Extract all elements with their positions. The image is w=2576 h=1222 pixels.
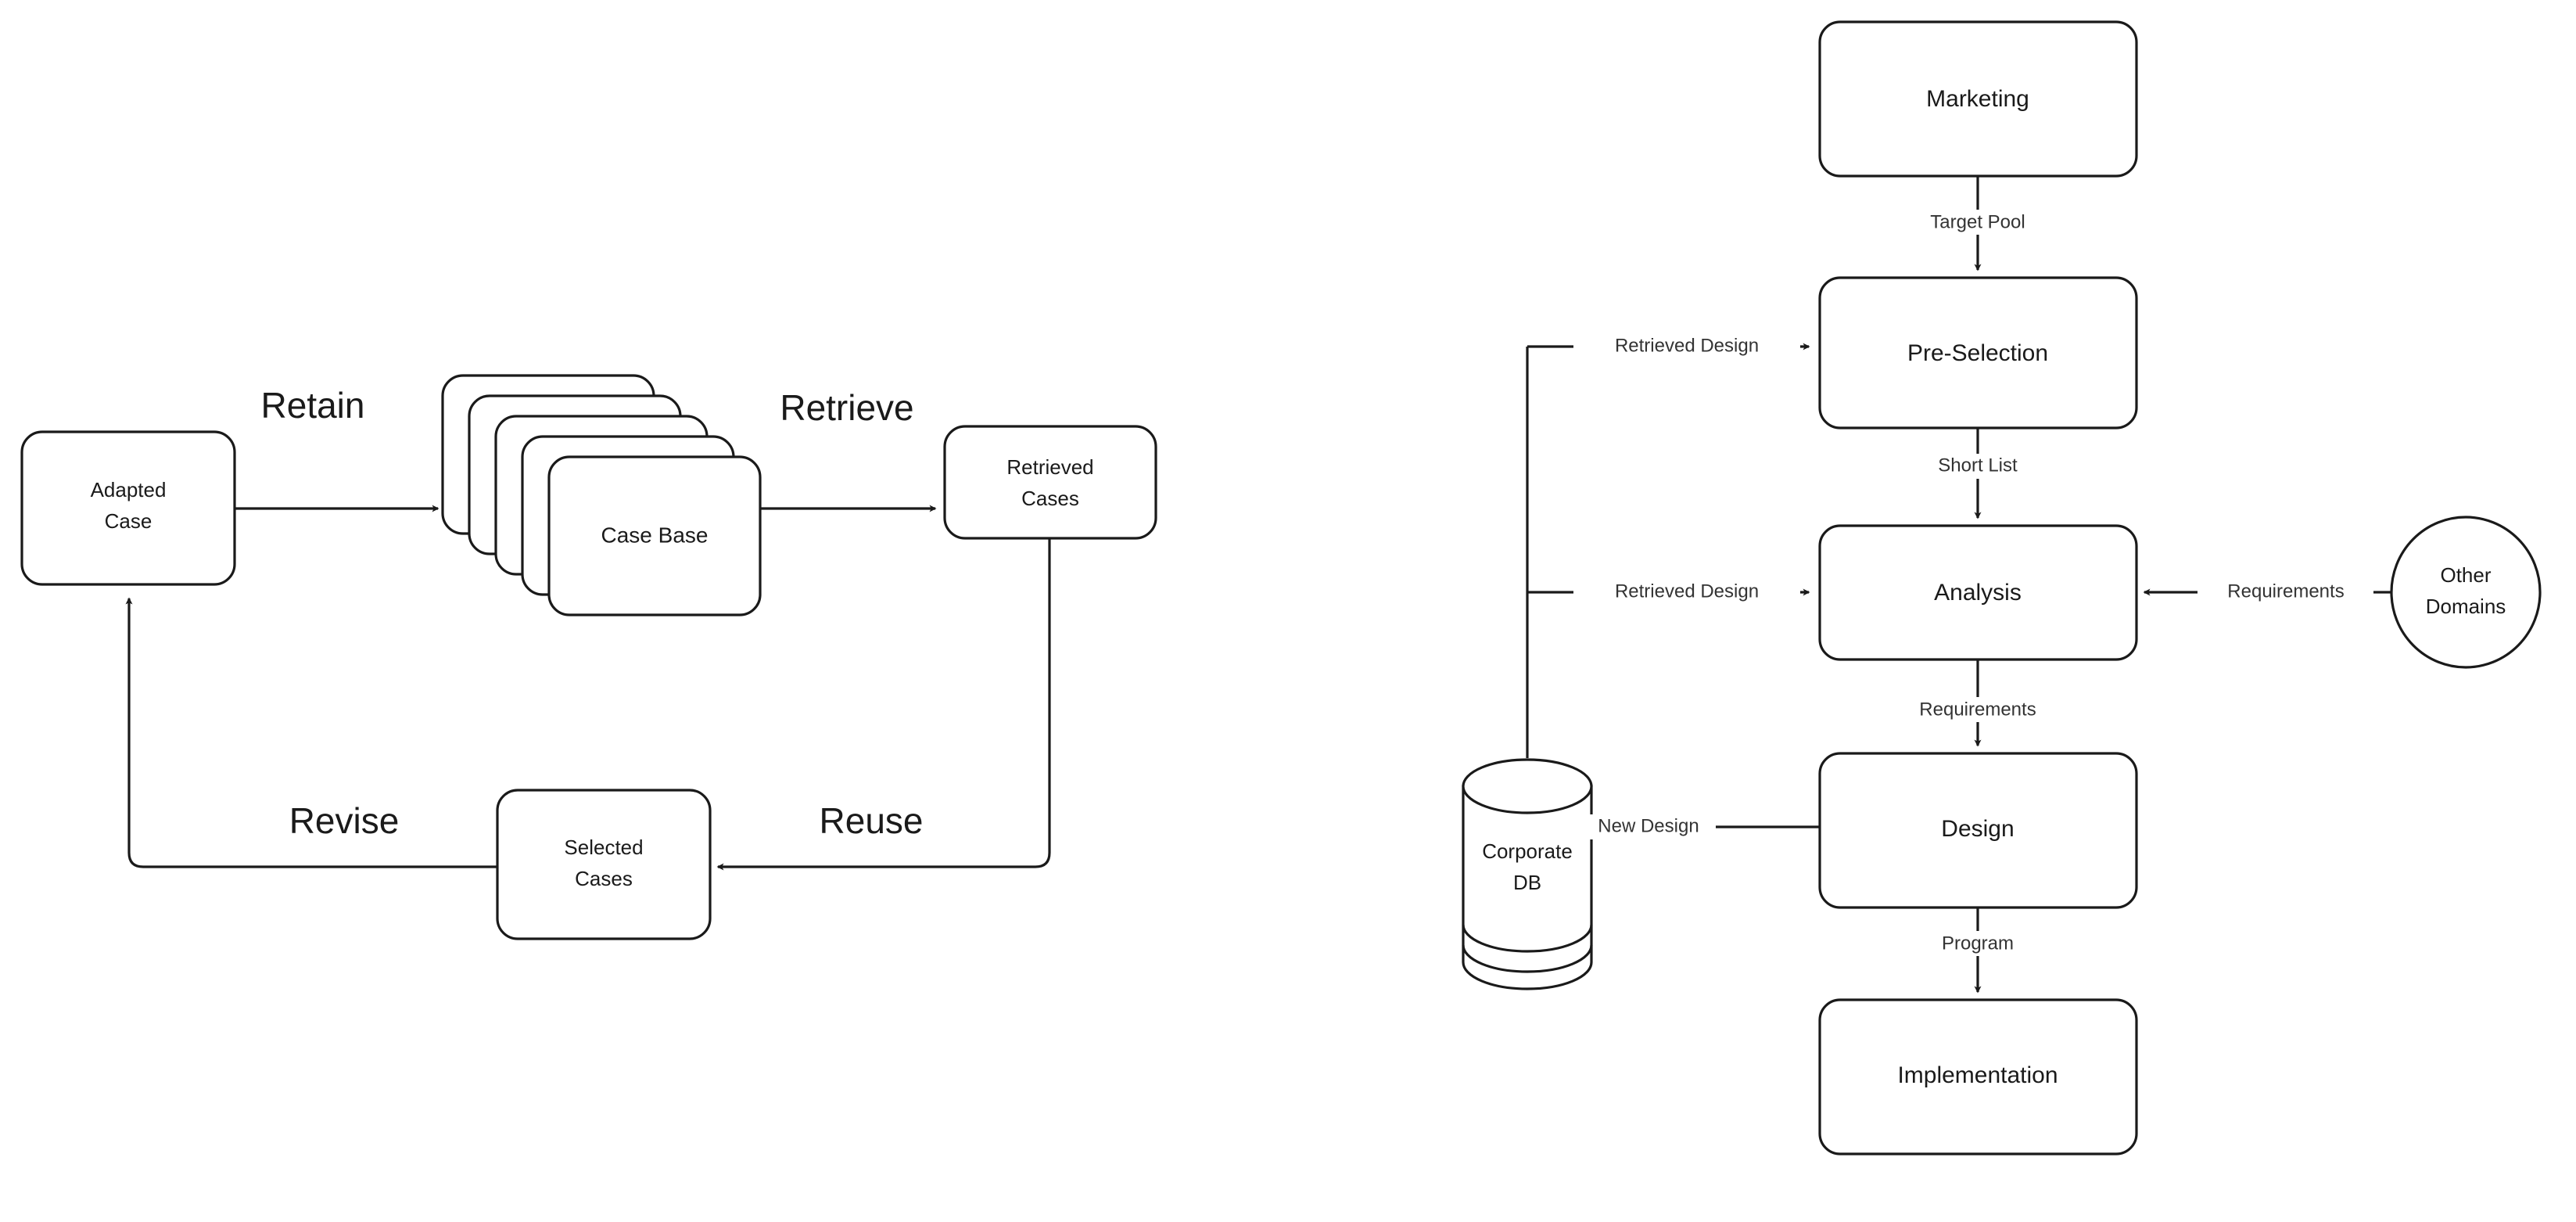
edge-label-retrieved-design-top-text: Retrieved Design xyxy=(1615,335,1759,356)
edge-label-requirements-down: Requirements xyxy=(1891,697,2067,722)
phase-label-retrieve: Retrieve xyxy=(780,387,913,428)
corporate-db-disc-2 xyxy=(1462,944,1593,973)
design-process-group: Marketing Pre-Selection Analysis Design … xyxy=(1462,20,2542,1156)
corporate-db-label-line2: DB xyxy=(1513,871,1541,894)
adapted-case-label-line1: Adapted xyxy=(91,478,167,501)
marketing-label: Marketing xyxy=(1926,86,2029,112)
marketing-shape xyxy=(1818,20,2138,178)
pre-selection-shape xyxy=(1818,276,2138,429)
corporate-db-body xyxy=(1462,785,1593,990)
edge-label-target-pool-text: Target Pool xyxy=(1930,211,2025,232)
design-label: Design xyxy=(1941,816,2014,842)
other-domains-shape xyxy=(2390,516,2542,669)
node-selected-cases[interactable]: Selected Cases xyxy=(496,789,712,940)
corporate-db-disc-1 xyxy=(1462,924,1593,953)
phase-label-reuse: Reuse xyxy=(820,800,924,841)
edge-label-new-design-text: New Design xyxy=(1598,815,1699,836)
edge-label-new-design: New Design xyxy=(1581,814,1716,839)
node-adapted-case[interactable]: Adapted Case xyxy=(20,430,236,586)
edge-label-retrieved-design-mid: Retrieved Design xyxy=(1573,580,1800,605)
selected-cases-label-line1: Selected xyxy=(564,836,643,859)
edge-label-requirements-down-text: Requirements xyxy=(1919,699,2036,720)
case-base-card-1 xyxy=(547,455,762,616)
node-analysis[interactable]: Analysis xyxy=(1818,524,2138,661)
analysis-shape xyxy=(1818,524,2138,661)
node-corporate-db[interactable]: Corporate DB xyxy=(1462,758,1593,990)
implementation-shape xyxy=(1818,998,2138,1156)
edge-label-program-text: Program xyxy=(1942,933,2014,954)
phase-label-revise: Revise xyxy=(289,800,400,841)
edge-label-short-list: Short List xyxy=(1916,454,2041,479)
retrieved-cases-shape xyxy=(943,425,1157,540)
edge-label-requirements-in: Requirements xyxy=(2197,580,2373,605)
cbr-cycle-group: Adapted Case Case Base Retrieved Cases S… xyxy=(20,374,1157,940)
selected-cases-shape xyxy=(496,789,712,940)
node-marketing[interactable]: Marketing xyxy=(1818,20,2138,178)
edge-label-requirements-in-text: Requirements xyxy=(2227,580,2344,602)
edge-reuse xyxy=(716,538,1051,871)
edge-label-retrieved-design-top: Retrieved Design xyxy=(1573,334,1800,359)
node-other-domains[interactable]: Other Domains xyxy=(2390,516,2542,669)
edge-revise xyxy=(125,597,497,868)
retrieved-cases-label-line1: Retrieved xyxy=(1006,455,1093,479)
node-implementation[interactable]: Implementation xyxy=(1818,998,2138,1156)
node-pre-selection[interactable]: Pre-Selection xyxy=(1818,276,2138,429)
edge-label-target-pool: Target Pool xyxy=(1908,210,2049,235)
edge-label-short-list-text: Short List xyxy=(1938,455,2018,476)
node-design[interactable]: Design xyxy=(1818,752,2138,909)
phase-label-retain: Retain xyxy=(261,385,365,426)
edge-label-program: Program xyxy=(1920,931,2037,956)
selected-cases-label-line2: Cases xyxy=(575,867,633,890)
corporate-db-top xyxy=(1462,758,1593,814)
case-base-label: Case Base xyxy=(601,523,709,547)
other-domains-label-line1: Other xyxy=(2440,563,2491,587)
retrieved-cases-label-line2: Cases xyxy=(1021,487,1079,510)
analysis-label: Analysis xyxy=(1934,580,2022,606)
implementation-label: Implementation xyxy=(1897,1062,2058,1088)
pre-selection-label: Pre-Selection xyxy=(1907,340,2048,366)
other-domains-label-line2: Domains xyxy=(2426,595,2506,618)
node-retrieved-cases[interactable]: Retrieved Cases xyxy=(943,425,1157,540)
adapted-case-label-line2: Case xyxy=(105,509,152,533)
edge-label-retrieved-design-mid-text: Retrieved Design xyxy=(1615,580,1759,602)
node-case-base[interactable]: Case Base xyxy=(441,374,762,616)
design-shape xyxy=(1818,752,2138,909)
adapted-case-shape xyxy=(20,430,236,586)
corporate-db-label-line1: Corporate xyxy=(1482,839,1573,863)
